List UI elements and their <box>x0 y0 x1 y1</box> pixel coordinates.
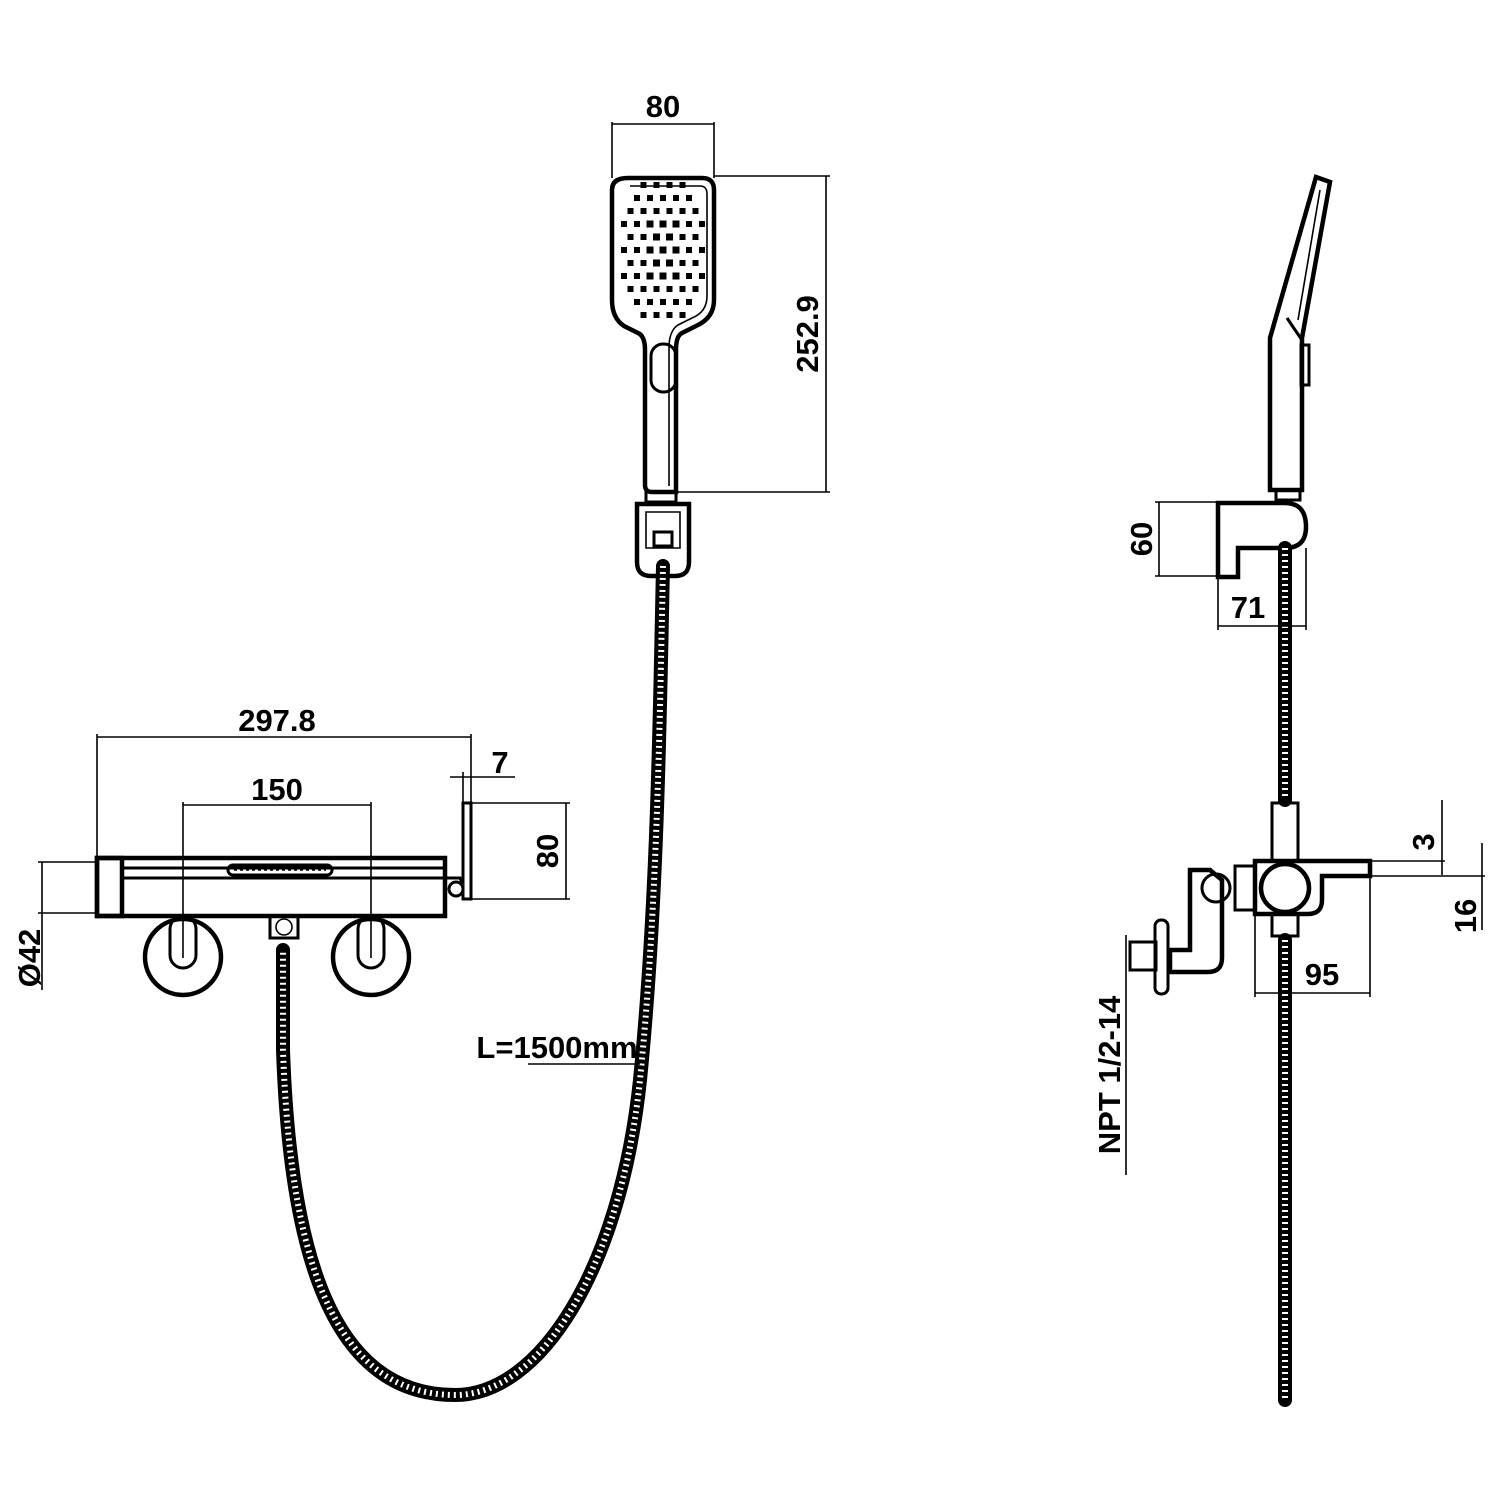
mixer-body-side <box>1128 801 1373 996</box>
nozzle <box>692 234 699 240</box>
hand-shower-side <box>1267 174 1333 502</box>
nozzle <box>646 220 654 228</box>
nozzle <box>621 273 627 279</box>
nozzle <box>666 312 673 318</box>
nozzle <box>666 208 673 214</box>
nozzle <box>666 259 673 267</box>
nozzle <box>692 260 699 266</box>
nozzle <box>666 286 673 292</box>
nozzle <box>640 234 647 240</box>
nozzle <box>686 299 692 305</box>
nozzle <box>653 182 660 188</box>
nozzle <box>660 299 666 305</box>
nozzle <box>666 182 673 188</box>
nozzle <box>653 208 660 214</box>
nozzle <box>646 272 654 280</box>
nozzle <box>666 233 673 241</box>
nozzle <box>621 221 627 227</box>
dim-holder-height: 60 <box>1124 522 1159 556</box>
nozzle <box>686 247 692 253</box>
dim-head-width: 80 <box>646 89 680 124</box>
nozzle <box>692 208 699 214</box>
dim-thread: NPT 1/2-14 <box>1092 995 1127 1154</box>
nozzle <box>634 195 640 201</box>
nozzle <box>640 286 647 292</box>
shower-hose <box>276 559 670 1403</box>
nozzle <box>634 299 640 305</box>
dim-flange-diameter: Ø42 <box>12 929 47 988</box>
nozzle <box>660 195 666 201</box>
dim-head-length: 252.9 <box>790 295 825 373</box>
nozzle <box>640 312 647 318</box>
dimension-labels: 80 252.9 297.8 150 7 80 Ø42 L=1500mm 60 … <box>12 89 1483 1154</box>
nozzle <box>699 247 705 253</box>
dim-hose-length: L=1500mm <box>476 1030 637 1065</box>
nozzle <box>640 208 647 214</box>
nozzle <box>627 286 634 292</box>
dim-inlet-spacing: 150 <box>251 772 303 807</box>
nozzle <box>679 312 686 318</box>
nozzle <box>679 286 686 292</box>
dim-top-offset: 3 <box>1406 833 1441 850</box>
nozzle <box>647 299 653 305</box>
dim-plate-thickness: 7 <box>491 745 508 780</box>
nozzle <box>686 221 692 227</box>
nozzle <box>672 220 680 228</box>
wall-holder-front <box>634 490 692 579</box>
nozzle <box>679 260 686 266</box>
wall-holder-side <box>1215 500 1309 580</box>
nozzle <box>627 234 634 240</box>
nozzle <box>634 247 640 253</box>
nozzle <box>679 182 686 188</box>
nozzle <box>679 208 686 214</box>
nozzle <box>673 195 679 201</box>
nozzle <box>699 221 705 227</box>
dim-bar-length: 297.8 <box>238 703 316 738</box>
nozzle <box>627 260 634 266</box>
nozzle <box>672 272 680 280</box>
nozzle <box>640 182 647 188</box>
nozzle <box>634 273 640 279</box>
nozzle <box>647 195 653 201</box>
dim-body-height: 16 <box>1448 899 1483 933</box>
nozzle <box>692 286 699 292</box>
nozzle <box>621 247 627 253</box>
dim-plate-height: 80 <box>530 834 565 868</box>
nozzle <box>627 208 634 214</box>
hand-shower-front <box>609 175 717 495</box>
nozzle <box>653 286 660 292</box>
nozzle <box>673 299 679 305</box>
nozzle <box>672 246 680 254</box>
nozzle <box>699 273 705 279</box>
nozzle <box>659 246 667 254</box>
nozzle <box>686 273 692 279</box>
nozzle <box>653 233 660 241</box>
nozzle <box>686 195 692 201</box>
nozzle <box>634 221 640 227</box>
dimension-lines <box>38 122 1485 1175</box>
nozzle <box>659 220 667 228</box>
nozzle <box>653 312 660 318</box>
nozzle <box>679 234 686 240</box>
dim-holder-depth: 71 <box>1231 590 1265 625</box>
spray-nozzle-grid <box>621 182 705 318</box>
nozzle <box>659 272 667 280</box>
nozzle <box>640 260 647 266</box>
nozzle <box>653 259 660 267</box>
dim-body-depth: 95 <box>1305 957 1339 992</box>
nozzle <box>646 246 654 254</box>
